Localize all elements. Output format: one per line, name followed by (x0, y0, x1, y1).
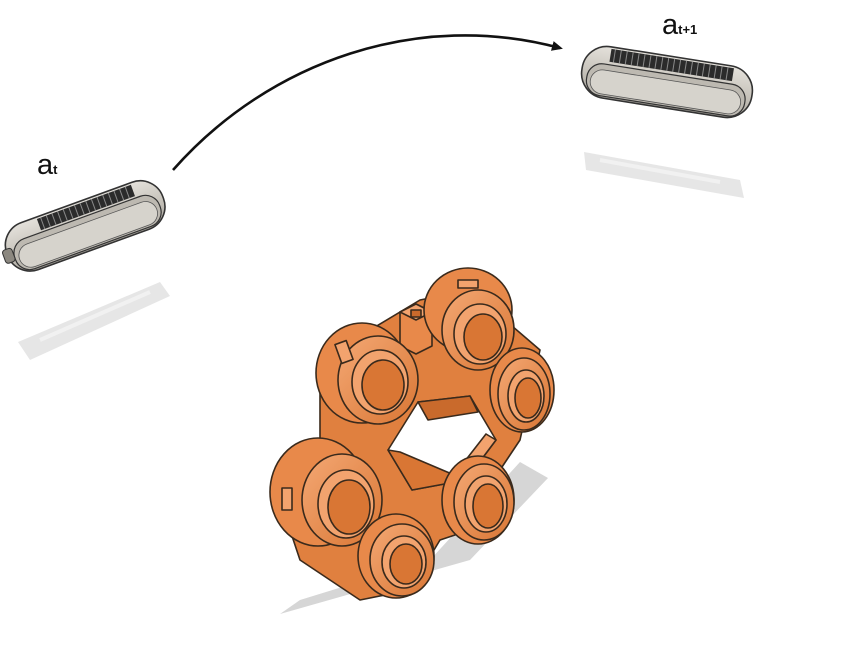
camera-current (2, 179, 166, 272)
ring-top-right (423, 267, 515, 371)
camera-current-label-sub: t (53, 162, 58, 177)
camera-current-label: at (37, 151, 57, 180)
ring-bottom (357, 513, 435, 599)
ring-bottom-right (441, 455, 515, 545)
object-shadow (280, 462, 548, 614)
ring-right (489, 347, 555, 433)
motion-arrow (172, 34, 563, 171)
camera-next-label: at+1 (662, 11, 697, 40)
camera-current-label-main: a (37, 149, 54, 181)
camera-current-shadow (18, 282, 170, 360)
camera-next-label-main: a (662, 9, 679, 41)
ring-top-left (315, 322, 419, 425)
camera-next (580, 45, 754, 119)
orange-object (269, 267, 555, 601)
camera-next-shadow (584, 152, 744, 198)
ring-bottom-left (269, 437, 383, 547)
camera-next-label-sub: t+1 (678, 22, 698, 37)
